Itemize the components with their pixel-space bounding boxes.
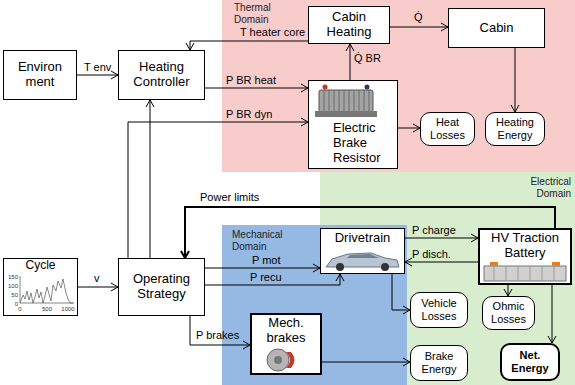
- box-label: Vehicle Losses: [414, 297, 464, 322]
- brake-hub: [274, 356, 282, 364]
- energy-sink: Ohmic Losses: [482, 296, 535, 330]
- box-label: Heating Energy: [489, 116, 541, 141]
- box-label: Cabin Heating: [313, 10, 385, 40]
- signal-arrow: [128, 118, 308, 258]
- resistor-fins: [324, 90, 369, 112]
- signal-label: P disch.: [412, 248, 451, 261]
- box-label: HV Traction Battery: [483, 231, 567, 261]
- box-label: Heating Controller: [123, 60, 200, 90]
- region-fill: [222, 225, 407, 385]
- signal-label: P BR dyn: [226, 108, 272, 121]
- brake-picture: [258, 347, 314, 372]
- battery-terminal: [552, 262, 560, 266]
- drivetrain-box: Drivetrain: [320, 228, 405, 274]
- box-label: Cycle: [25, 259, 55, 273]
- battery-cells: [494, 266, 554, 281]
- signal-arrow: [146, 100, 154, 258]
- signal-arrow: [511, 48, 519, 112]
- signal-arrow: [390, 23, 448, 31]
- box-label: Electric Brake Resistor: [333, 121, 393, 166]
- signal-label: P BR heat: [226, 74, 276, 87]
- signal-label: T heater core: [240, 26, 305, 39]
- domain-label: Mechanical Domain: [232, 229, 290, 252]
- signal-label: v: [94, 272, 100, 285]
- domain-region: Mechanical Domain Drivetrain Mech. brakes: [222, 225, 407, 385]
- plot-line: [20, 279, 73, 303]
- battery-body: [484, 266, 566, 281]
- result-box: Net. Energy: [500, 343, 560, 381]
- process-box: Environ ment: [3, 50, 77, 100]
- battery-box: HV Traction Battery: [478, 228, 572, 285]
- region-fill: [222, 0, 575, 172]
- resistor-picture: [315, 84, 377, 120]
- signal-arrow: [186, 41, 308, 50]
- car-wheel: [336, 263, 344, 271]
- axis-tick: 0: [4, 301, 18, 307]
- signal-arrow: [346, 44, 354, 80]
- axis-tick: 100: [4, 283, 18, 289]
- signal-arrow: [398, 124, 420, 132]
- signal-label: T env: [84, 61, 111, 74]
- box-label: Brake Energy: [414, 350, 464, 375]
- axis-tick: 150: [4, 274, 18, 280]
- signal-arrow: [548, 285, 556, 343]
- plot-axes: [20, 276, 74, 303]
- signal-arrow: [190, 316, 250, 349]
- box-label: Heat Losses: [424, 116, 471, 141]
- signal-arrow: [78, 283, 118, 291]
- signal-arrow: [392, 274, 410, 314]
- signal-label: P brakes: [196, 329, 239, 342]
- resistor-terminal: [323, 85, 328, 90]
- box-label: Mech. brakes: [255, 316, 317, 346]
- energy-sink: Heating Energy: [485, 112, 545, 146]
- axis-tick: 0: [16, 306, 24, 312]
- box-label: Environ ment: [8, 60, 72, 90]
- signal-arrow: [322, 358, 410, 366]
- box-label: Ohmic Losses: [486, 300, 531, 325]
- domain-label: Electrical Domain: [511, 176, 571, 199]
- car-picture: [323, 248, 401, 272]
- signal-label: P mot: [252, 254, 281, 267]
- energy-sink: Brake Energy: [410, 345, 468, 381]
- energy-sink: Vehicle Losses: [410, 292, 468, 328]
- process-box: Cabin: [448, 8, 545, 48]
- brake-disc: [267, 349, 289, 371]
- resistor-base: [315, 111, 377, 117]
- resistor-box: Electric Brake Resistor: [308, 80, 398, 169]
- car-wheel: [381, 263, 389, 271]
- brake-caliper: [286, 352, 295, 368]
- signal-label: Power limits: [200, 191, 259, 204]
- signal-label: P charge: [412, 224, 456, 237]
- axis-tick: 1000: [60, 306, 76, 312]
- resistor-terminal: [365, 85, 370, 90]
- domain-label: Thermal Domain: [234, 2, 280, 25]
- box-label: Drivetrain: [335, 231, 391, 246]
- box-label: Operating Strategy: [123, 272, 200, 302]
- signal-label: Q̇: [414, 11, 423, 24]
- box-label: Net. Energy: [505, 349, 555, 374]
- car-window: [347, 254, 379, 258]
- signal-arrow: [504, 285, 512, 296]
- signal-label: P recu: [250, 271, 282, 284]
- signal-label: Q̇ BR: [354, 52, 381, 65]
- strategy-box: Operating Strategy: [118, 258, 205, 316]
- domain-region: Electrical Domain HV Traction Battery Ohm…: [320, 172, 575, 385]
- battery-terminal: [490, 262, 498, 266]
- axis-tick: 50: [4, 292, 18, 298]
- process-box: Cabin Heating: [308, 6, 390, 44]
- controller-box: Heating Controller: [118, 50, 205, 100]
- axis-tick: 500: [39, 306, 55, 312]
- box-label: Cabin: [480, 21, 514, 36]
- battery-picture: [482, 262, 568, 282]
- energy-sink: Heat Losses: [420, 112, 475, 146]
- cycle-box: Cycle 15010050005001000: [3, 258, 78, 316]
- brake-box: Mech. brakes: [250, 313, 322, 375]
- resistor-housing: [319, 90, 373, 112]
